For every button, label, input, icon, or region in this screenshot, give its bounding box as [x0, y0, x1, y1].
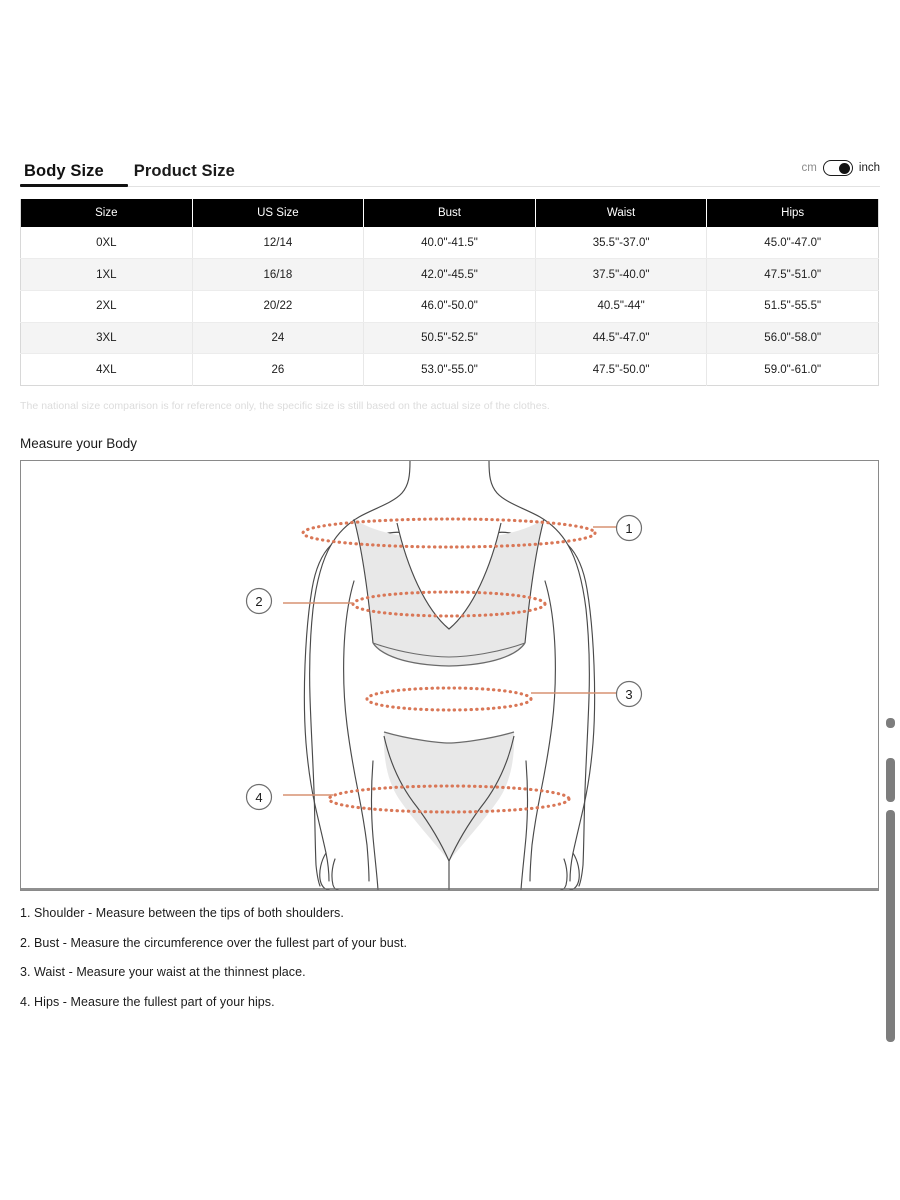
column-header-hips: Hips	[706, 199, 879, 227]
column-header-us-size: US Size	[192, 199, 365, 227]
guide-waist	[365, 686, 533, 712]
callout-2: 2	[245, 587, 273, 615]
instruction-waist: 3. Waist - Measure your waist at the thi…	[20, 965, 306, 979]
instruction-shoulder: 1. Shoulder - Measure between the tips o…	[20, 906, 344, 920]
size-table-body: 0XL 12/14 40.0"-41.5" 35.5"-37.0" 45.0"-…	[20, 227, 879, 386]
tabs-underline	[20, 186, 880, 187]
callout-1: 1	[615, 514, 643, 542]
tab-list: Body Size Product Size	[20, 155, 880, 187]
cell-bust: 53.0"-55.0"	[363, 353, 536, 386]
unit-switch-knob	[839, 162, 851, 174]
unit-toggle[interactable]: cm inch	[802, 160, 880, 176]
cell-size: 3XL	[20, 322, 193, 355]
svg-text:4: 4	[255, 790, 262, 805]
measurement-instructions: 1. Shoulder - Measure between the tips o…	[20, 906, 720, 1024]
column-header-waist: Waist	[535, 199, 708, 227]
garment-bottom	[383, 731, 515, 862]
measure-guides	[301, 517, 597, 814]
table-row: 1XL 16/18 42.0"-45.5" 37.5"-40.0" 47.5"-…	[20, 258, 879, 291]
cell-size: 1XL	[20, 258, 193, 291]
callout-4: 4	[245, 783, 273, 811]
cell-hips: 59.0"-61.0"	[706, 353, 879, 386]
cell-bust: 42.0"-45.5"	[363, 258, 536, 291]
tab-active-indicator	[20, 184, 128, 187]
tab-body-size[interactable]: Body Size	[24, 162, 104, 180]
cell-hips: 51.5"-55.5"	[706, 290, 879, 323]
size-table-head: Size US Size Bust Waist Hips	[20, 199, 879, 227]
column-header-size: Size	[20, 199, 193, 227]
garment-top	[353, 518, 545, 667]
scrollbar-thumb-main[interactable]	[886, 810, 895, 1042]
instruction-bust: 2. Bust - Measure the circumference over…	[20, 935, 408, 950]
svg-text:1: 1	[625, 521, 632, 536]
cell-us-size: 12/14	[192, 227, 365, 260]
body-measurement-diagram: 1 2 3 4	[20, 460, 879, 891]
cell-size: 2XL	[20, 290, 193, 323]
cell-us-size: 24	[192, 322, 365, 355]
column-header-bust: Bust	[363, 199, 536, 227]
cell-us-size: 16/18	[192, 258, 365, 291]
instruction-hips: 4. Hips - Measure the fullest part of yo…	[20, 994, 275, 1009]
guide-hips	[327, 784, 571, 814]
table-row: 3XL 24 50.5"-52.5" 44.5"-47.0" 56.0"-58.…	[20, 322, 879, 355]
unit-label-inch[interactable]: inch	[858, 162, 880, 174]
cell-us-size: 20/22	[192, 290, 365, 323]
cell-hips: 45.0"-47.0"	[706, 227, 879, 260]
table-row: 4XL 26 53.0"-55.0" 47.5"-50.0" 59.0"-61.…	[20, 353, 879, 386]
size-table: Size US Size Bust Waist Hips 0XL 12/14 4…	[20, 199, 879, 386]
cell-waist: 47.5"-50.0"	[535, 353, 708, 386]
unit-switch[interactable]	[822, 160, 853, 176]
scrollbar-thumb-small[interactable]	[886, 718, 895, 728]
cell-bust: 46.0"-50.0"	[363, 290, 536, 323]
table-row: 0XL 12/14 40.0"-41.5" 35.5"-37.0" 45.0"-…	[20, 227, 879, 260]
cell-bust: 40.0"-41.5"	[363, 227, 536, 260]
body-figure-svg: 1 2 3 4	[21, 461, 878, 890]
size-disclaimer: The national size comparison is for refe…	[20, 400, 550, 412]
top-hem	[372, 642, 526, 658]
cell-size: 0XL	[20, 227, 193, 260]
cell-hips: 56.0"-58.0"	[706, 322, 879, 355]
tab-product-size[interactable]: Product Size	[133, 162, 235, 180]
cell-waist: 40.5"-44"	[535, 290, 708, 323]
guide-bust	[351, 590, 547, 618]
cell-waist: 37.5"-40.0"	[535, 258, 708, 291]
svg-text:2: 2	[255, 594, 262, 609]
svg-text:3: 3	[625, 687, 632, 702]
cell-waist: 35.5"-37.0"	[535, 227, 708, 260]
cell-waist: 44.5"-47.0"	[535, 322, 708, 355]
cell-us-size: 26	[192, 353, 365, 386]
tabs-row: Body Size Product Size cm inch	[20, 155, 880, 193]
guide-shoulder	[301, 517, 597, 549]
scrollbar-thumb-medium[interactable]	[886, 758, 895, 802]
measure-your-body-title: Measure your Body	[20, 436, 138, 451]
cell-size: 4XL	[20, 353, 193, 386]
table-row: 2XL 20/22 46.0"-50.0" 40.5"-44" 51.5"-55…	[20, 290, 879, 323]
table-header-row: Size US Size Bust Waist Hips	[20, 199, 879, 227]
callout-badges: 1 2 3 4	[245, 514, 643, 811]
cell-bust: 50.5"-52.5"	[363, 322, 536, 355]
cell-hips: 47.5"-51.0"	[706, 258, 879, 291]
callout-3: 3	[615, 680, 643, 708]
unit-label-cm[interactable]: cm	[801, 162, 817, 174]
